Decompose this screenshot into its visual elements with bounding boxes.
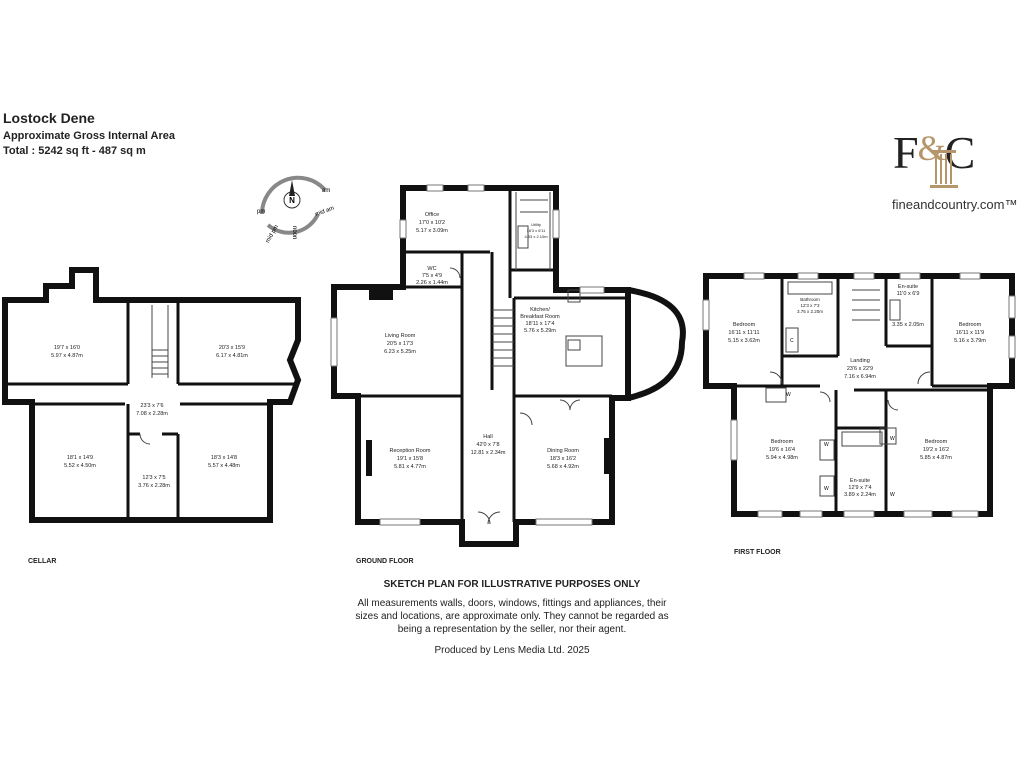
room-name-2: Breakfast Room: [520, 314, 560, 320]
room-metric: 4.93 x 2.10m: [524, 234, 548, 239]
room-dims: 42'0 x 7'8: [476, 442, 499, 448]
room-name: Living Room: [385, 333, 416, 339]
room-metric: 5.97 x 4.87m: [51, 353, 83, 359]
ground-floor-label: GROUND FLOOR: [356, 558, 414, 565]
room-name: En-suite: [850, 478, 870, 484]
room-dims: 17'0 x 10'2: [419, 220, 445, 226]
room-dims: 16'11 x 11'9: [956, 330, 985, 336]
compass-pm: pm: [257, 209, 265, 215]
room-metric: 5.68 x 4.92m: [547, 464, 579, 470]
room-metric: 3.75 x 2.20m: [797, 309, 823, 314]
room-metric: 6.17 x 4.81m: [216, 353, 248, 359]
room-dims: 16'3 x 6'11: [527, 228, 547, 233]
room-metric: 6.23 x 5.25m: [384, 349, 416, 355]
compass-north: N: [289, 196, 295, 205]
room-dims: 19'6 x 16'4: [769, 447, 795, 453]
room-dims: 12'3 x 7'3: [801, 303, 820, 308]
cupboard-mark: C: [790, 338, 794, 344]
wardrobe-mark: W: [786, 392, 791, 398]
room-dims: 23'3 x 7'6: [140, 403, 163, 409]
compass-mid-am: mid am: [315, 206, 336, 218]
room-metric: 2.26 x 1.44m: [416, 280, 448, 286]
room-dims: 18'3 x 14'8: [211, 455, 237, 461]
compass-am: am: [322, 188, 330, 194]
room-metric: 12.81 x 2.34m: [471, 450, 506, 456]
room-dims: 19'2 x 16'2: [923, 447, 949, 453]
sketch-heading: SKETCH PLAN FOR ILLUSTRATIVE PURPOSES ON…: [383, 579, 641, 590]
room-dims: 18'3 x 16'2: [550, 456, 576, 462]
cellar-plan: 19'7 x 16'0 5.97 x 4.87m 20'3 x 15'9 6.1…: [2, 267, 302, 565]
room-dims: 18'11 x 17'4: [526, 321, 555, 327]
room-name: Office: [425, 212, 439, 218]
disclaimer-line: sizes and locations, are approximate onl…: [355, 611, 669, 622]
first-floor-label: FIRST FLOOR: [734, 549, 781, 556]
room-name: Hall: [483, 434, 492, 440]
room-metric: 5.52 x 4.50m: [64, 463, 96, 469]
room-dims: 12'9 x 7'4: [848, 485, 871, 491]
room-dims: 20'5 x 17'3: [387, 341, 413, 347]
total-area: Total : 5242 sq ft - 487 sq m: [3, 145, 146, 157]
room-name: Reception Room: [390, 448, 431, 454]
room-name: Dining Room: [547, 448, 579, 454]
room-dims: 19'7 x 16'0: [54, 345, 80, 351]
wardrobe-mark: W: [890, 436, 895, 442]
room-metric: 5.76 x 5.29m: [524, 328, 556, 334]
room-name: Bathroom: [800, 297, 820, 302]
room-metric: 7.08 x 2.28m: [136, 411, 168, 417]
room-name: En-suite: [898, 284, 918, 290]
logo-f: F: [893, 127, 919, 178]
producer-credit: Produced by Lens Media Ltd. 2025: [434, 645, 590, 656]
room-name: Utility: [531, 222, 541, 227]
room-metric: 5.85 x 4.87m: [920, 455, 952, 461]
room-metric: 3.35 x 2.05m: [892, 322, 924, 328]
room-metric: 5.57 x 4.48m: [208, 463, 240, 469]
property-title: Lostock Dene: [3, 110, 95, 126]
cellar-label: CELLAR: [28, 558, 56, 565]
room-name: WC: [427, 266, 436, 272]
room-name: Bedroom: [959, 322, 982, 328]
room-metric: 5.16 x 3.79m: [954, 338, 986, 344]
brand-url: fineandcountry.com™: [892, 197, 1018, 212]
disclaimer-line: All measurements walls, doors, windows, …: [357, 598, 667, 609]
room-metric: 5.15 x 3.62m: [728, 338, 760, 344]
area-subtitle: Approximate Gross Internal Area: [3, 130, 175, 142]
room-dims: 11'0 x 6'9: [897, 291, 920, 297]
room-metric: 3.89 x 2.24m: [844, 492, 876, 498]
wardrobe-mark: W: [890, 492, 895, 498]
room-dims: 12'3 x 7'5: [142, 475, 165, 481]
wardrobe-mark: W: [824, 442, 829, 448]
first-floor-plan: W W W W W C Bedroom 16'11 x 11'11 5.15 x…: [702, 272, 1016, 556]
compass-mid-pm: mid pm: [265, 224, 280, 244]
compass-noon: noon: [291, 226, 297, 239]
disclaimer-line: being a representation by the seller, no…: [397, 624, 627, 635]
room-name: Bedroom: [733, 322, 756, 328]
room-metric: 5.81 x 4.77m: [394, 464, 426, 470]
room-metric: 3.76 x 2.28m: [138, 483, 170, 489]
room-name: Landing: [850, 358, 870, 364]
wardrobe-mark: W: [824, 486, 829, 492]
ground-floor-plan: Office 17'0 x 10'2 5.17 x 3.09m WC 7'5 x…: [330, 184, 686, 565]
room-metric: 5.17 x 3.09m: [416, 228, 448, 234]
brand-logo: F&C: [893, 126, 975, 179]
room-dims: 16'11 x 11'11: [728, 330, 759, 336]
room-metric: 5.94 x 4.98m: [766, 455, 798, 461]
room-name: Bedroom: [925, 439, 948, 445]
logo-column-icon: [930, 150, 958, 188]
room-name: Kitchen/: [530, 307, 550, 313]
room-name: Bedroom: [771, 439, 794, 445]
room-dims: 19'1 x 15'8: [397, 456, 423, 462]
room-dims: 23'6 x 22'9: [847, 366, 873, 372]
room-dims: 7'5 x 4'9: [422, 273, 442, 279]
room-dims: 18'1 x 14'9: [67, 455, 93, 461]
room-metric: 7.16 x 6.94m: [844, 374, 876, 380]
room-dims: 20'3 x 15'9: [219, 345, 245, 351]
compass-icon: N am mid am noon mid pm pm: [257, 175, 336, 244]
